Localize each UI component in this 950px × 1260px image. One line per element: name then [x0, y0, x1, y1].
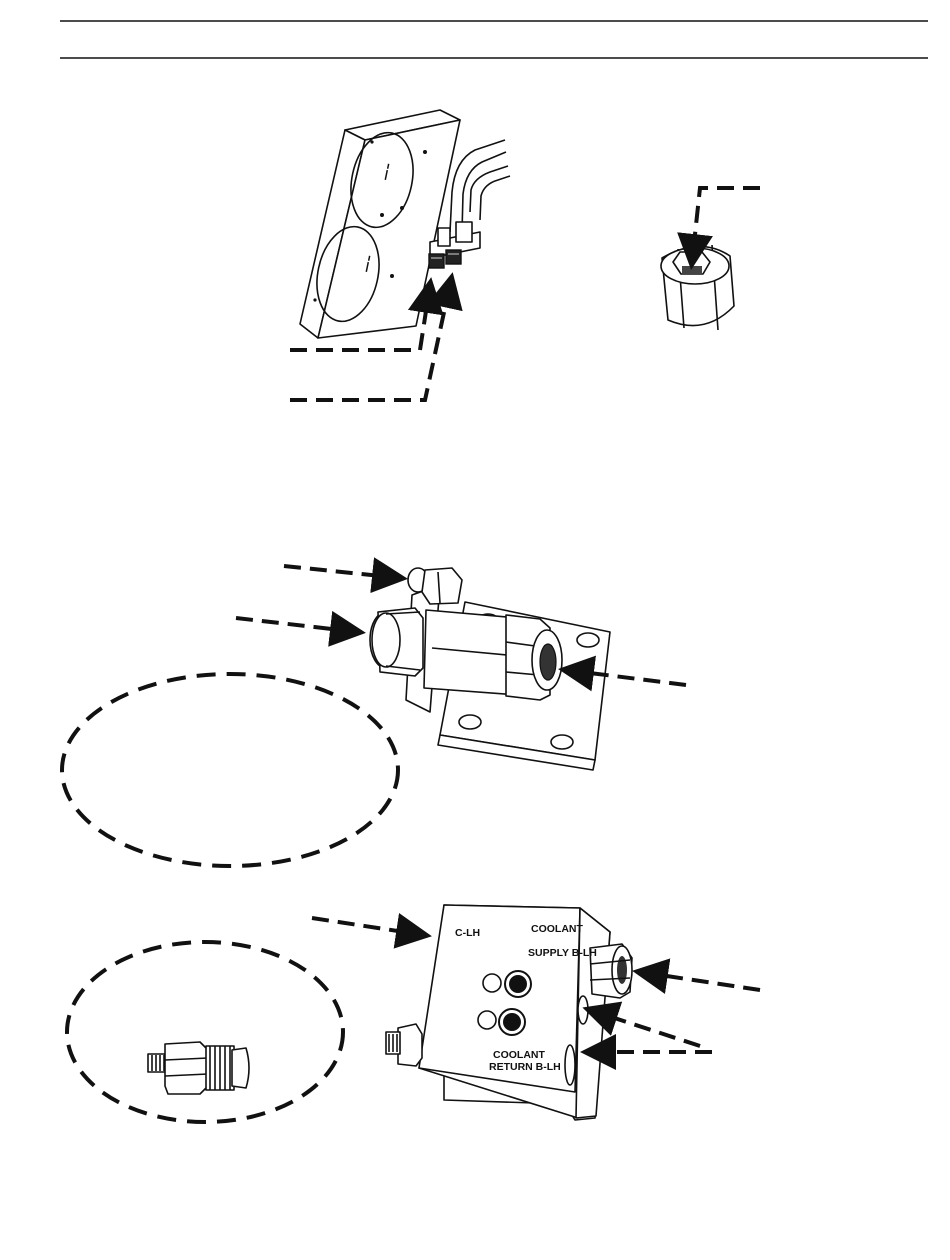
fitting-nut-b: [456, 222, 472, 242]
panel-tubing: [450, 140, 510, 232]
label-supply-2: SUPPLY B-LH: [528, 947, 597, 959]
manifold-left-fitting: [398, 1024, 422, 1066]
leader-manifold-face: [312, 918, 424, 935]
fitting-port-b: [446, 250, 461, 264]
leader-inlet-nut: [236, 618, 358, 632]
bracket-nut: [422, 568, 462, 604]
label-c-lh: C-LH: [455, 927, 480, 939]
valve-port-opening: [540, 644, 556, 680]
label-return-1: COOLANT: [493, 1049, 545, 1061]
manifold-port-return: [503, 1013, 521, 1031]
manifold-port-return-plug: [478, 1011, 496, 1029]
console-panel: ▬▬ ▬ ▬▬ ▬: [300, 110, 460, 338]
hex-cap: [661, 245, 734, 330]
mount-hole-1: [577, 633, 599, 647]
fitting-cap: [232, 1048, 249, 1088]
valve-body: [424, 610, 518, 695]
manifold-port-supply-plug: [483, 974, 501, 992]
detail-circle-lower: [67, 942, 343, 1122]
manifold-port-supply: [509, 975, 527, 993]
detail-fitting: [148, 1042, 249, 1094]
fitting-nut-a: [438, 228, 450, 246]
leader-side-fitting: [640, 972, 760, 990]
mount-hole-2: [551, 735, 573, 749]
label-supply-1: COOLANT: [531, 923, 583, 935]
fitting-hex-body: [165, 1042, 208, 1094]
leader-side-port-1: [590, 1010, 700, 1046]
side-port-1: [578, 996, 588, 1024]
label-return-2: RETURN B-LH: [489, 1061, 561, 1073]
detail-circle-upper: [62, 674, 398, 866]
fitting-port-a: [429, 254, 444, 268]
side-port-2: [565, 1045, 575, 1085]
mount-hole-3: [459, 715, 481, 729]
leader-bracket-nut: [284, 566, 400, 578]
